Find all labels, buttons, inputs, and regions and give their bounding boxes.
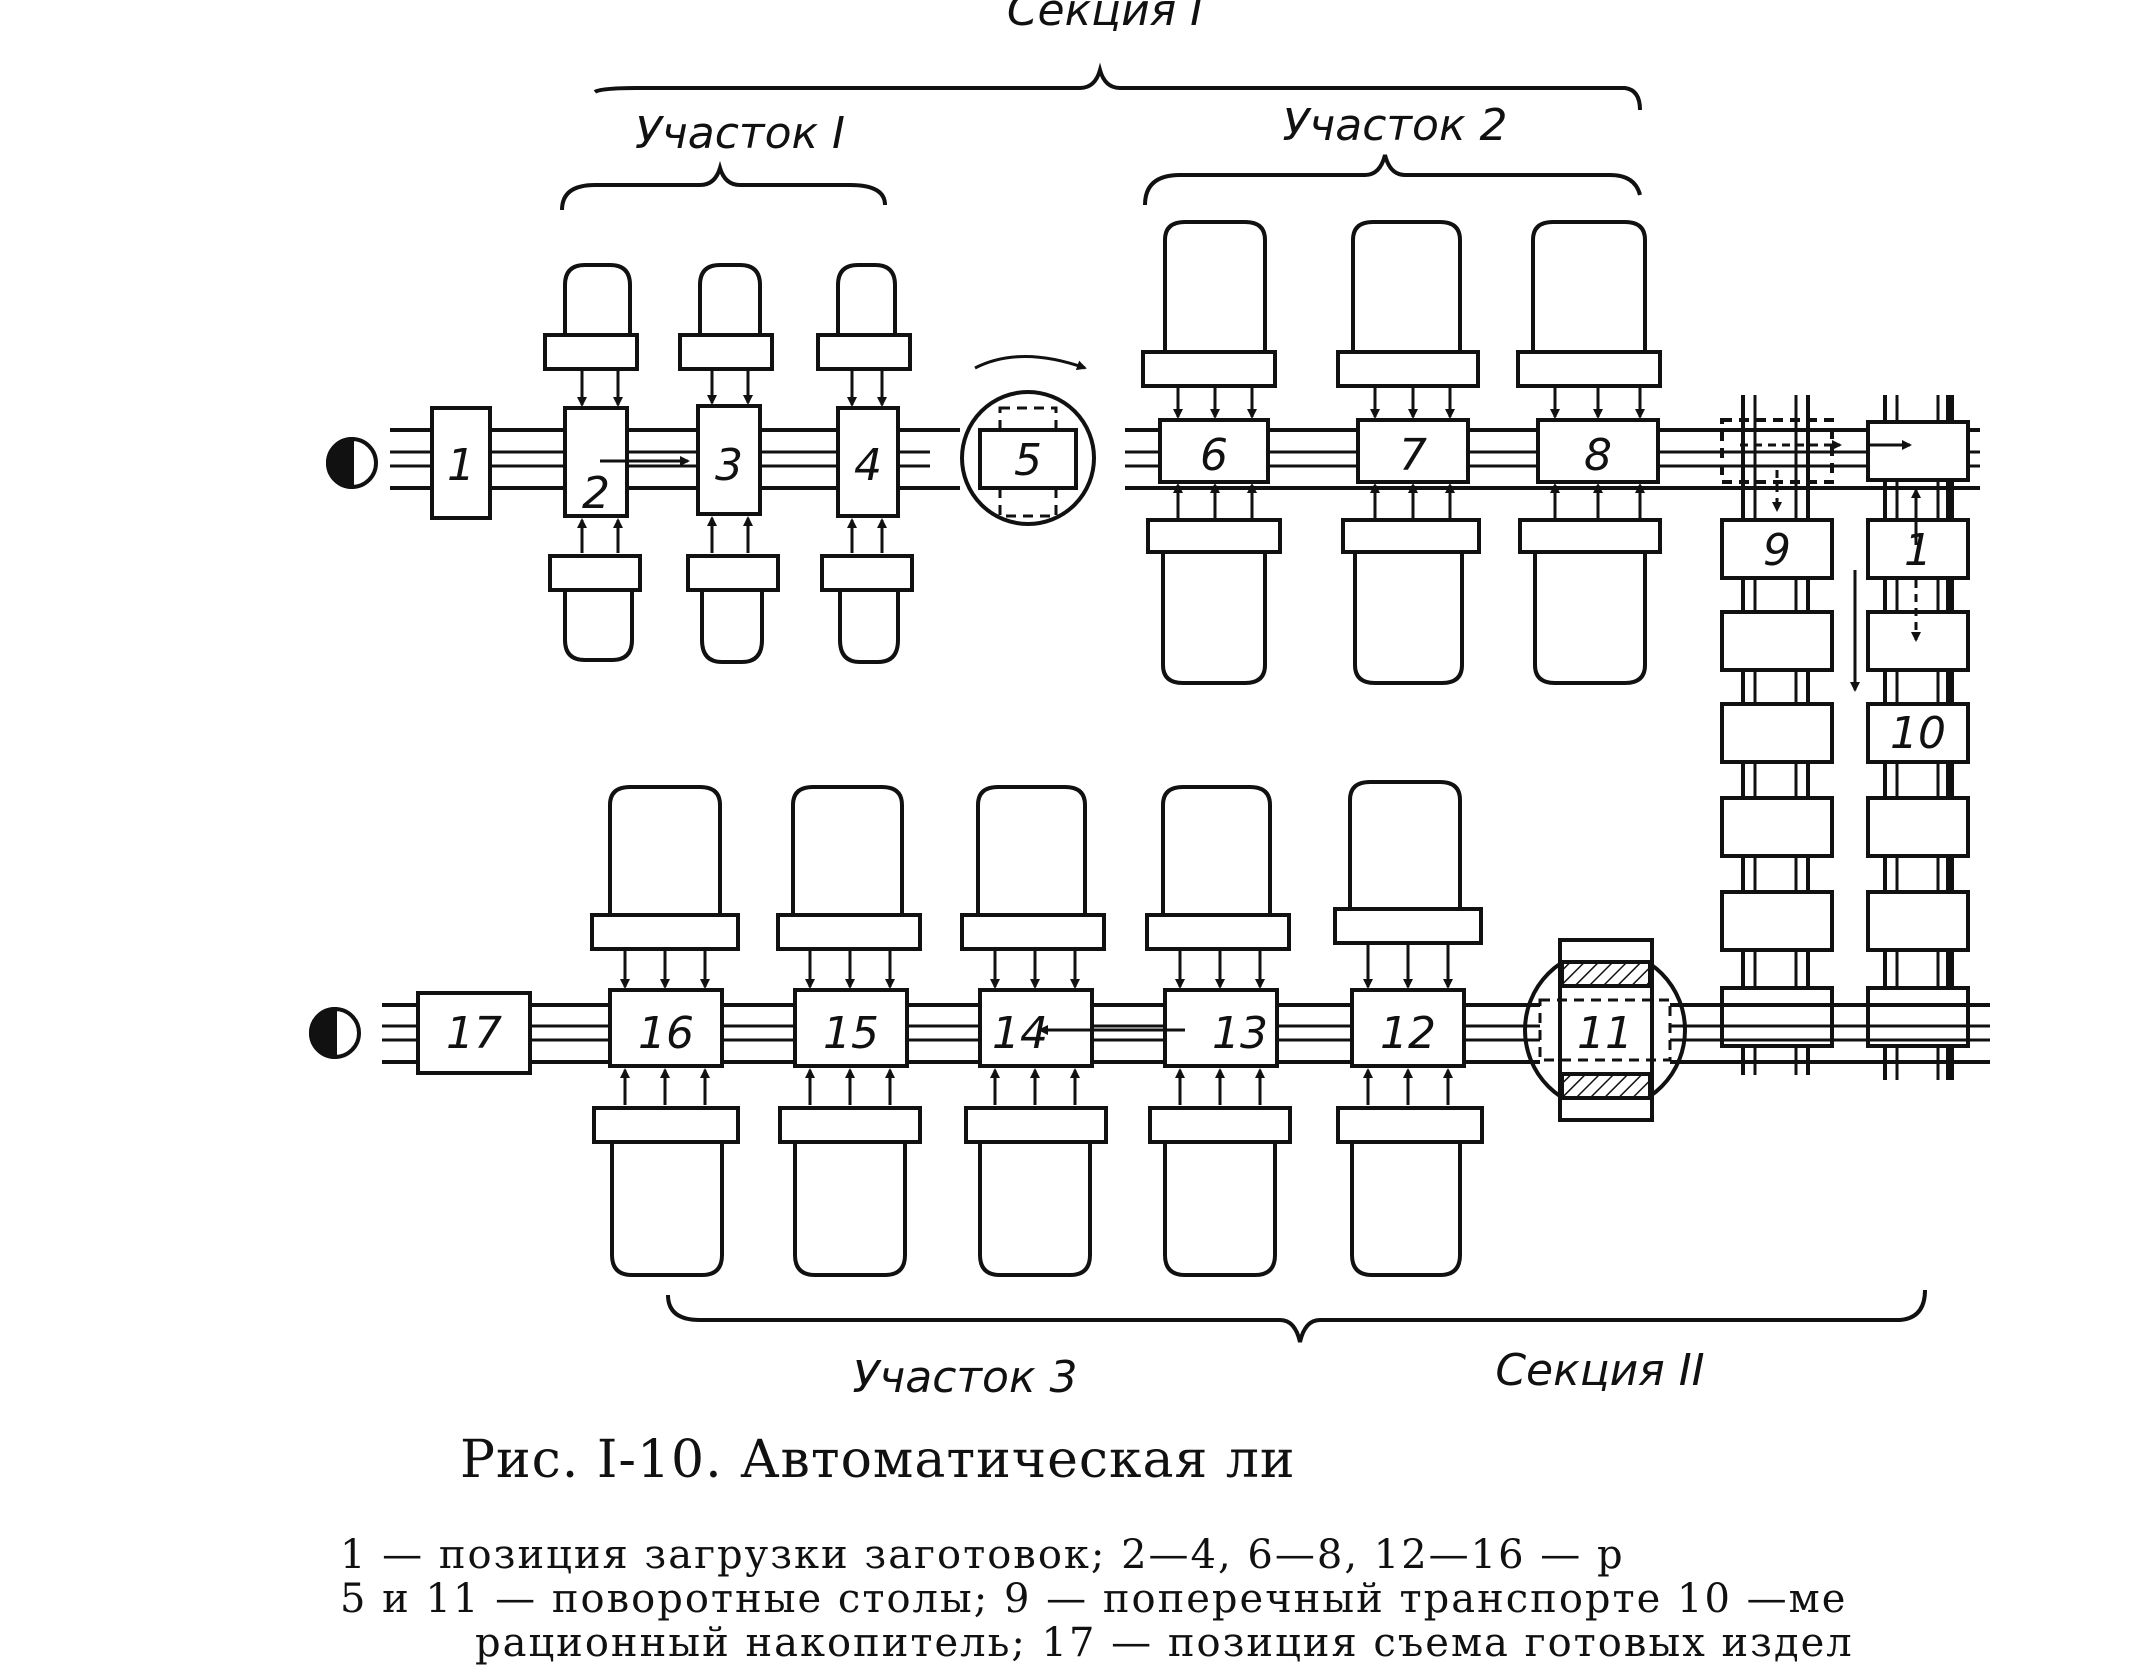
station-17-box	[416, 991, 532, 1075]
station-label-1: 1	[447, 440, 475, 491]
figure-caption-line-2a: 5 и 11 — поворотные столы; 9 — поперечны…	[340, 1576, 1663, 1622]
area-3-label: Участок 3	[852, 1352, 1077, 1403]
station-label-12: 12	[1380, 1008, 1436, 1059]
station-label-10: 10	[1890, 708, 1946, 759]
figure-caption-title: Рис. I-10. Автоматическая ли	[460, 1430, 1296, 1490]
figure-caption-line-2: 5 и 11 — поворотные столы; 9 — поперечны…	[340, 1576, 1847, 1622]
area-1-label: Участок I	[635, 108, 845, 159]
station-label-5: 5	[1014, 435, 1042, 486]
transverse-conveyor-9	[1720, 395, 1834, 1075]
area-2-machines	[1141, 220, 1662, 685]
brace-section-1	[593, 62, 1642, 111]
area-2-label: Участок 2	[1282, 100, 1507, 151]
station-label-7: 7	[1399, 430, 1427, 481]
station-label-11: 11	[1577, 1008, 1633, 1059]
station-label-16: 16	[638, 1008, 694, 1059]
station-1-box	[430, 406, 492, 520]
station-label-13: 13	[1212, 1008, 1268, 1059]
figure-caption-line-1: 1 — позиция загрузки заготовок; 2—4, 6—8…	[340, 1532, 1625, 1578]
area-2-feed-arrows	[1173, 387, 1645, 518]
rotary-table-5	[960, 390, 1096, 526]
brace-bottom	[666, 1289, 1927, 1343]
station-label-4: 4	[854, 440, 882, 491]
buffer-storage-10	[1866, 395, 1970, 1080]
transfer-arrows	[1740, 440, 1921, 692]
station-label-buffer-1: 1	[1904, 525, 1932, 576]
figure-caption-line-3: рационный накопитель; 17 — позиция съема…	[475, 1620, 1854, 1666]
figure-caption-line-2b: 10 —ме	[1677, 1576, 1848, 1622]
area-1-feed-arrows	[577, 370, 887, 553]
station-label-6: 6	[1200, 430, 1228, 481]
station-label-17: 17	[446, 1008, 502, 1059]
station-label-8: 8	[1584, 430, 1612, 481]
brace-area-2	[1143, 154, 1642, 206]
section-1-label: Секция I	[1007, 0, 1203, 36]
station-label-3: 3	[715, 440, 743, 491]
station-label-2: 2	[582, 468, 610, 519]
area-3-feed-arrows	[620, 944, 1453, 1105]
section-2-label: Секция II	[1495, 1345, 1704, 1396]
brace-area-1	[560, 160, 887, 211]
station-label-9: 9	[1763, 525, 1791, 576]
area-3-machines	[590, 780, 1484, 1277]
station-label-15: 15	[823, 1008, 879, 1059]
station-label-14: 14	[992, 1008, 1048, 1059]
rotation-arrow-icon	[974, 355, 1087, 371]
bottom-conveyor-rails	[382, 1003, 1990, 1064]
area-1-machines	[543, 263, 914, 664]
